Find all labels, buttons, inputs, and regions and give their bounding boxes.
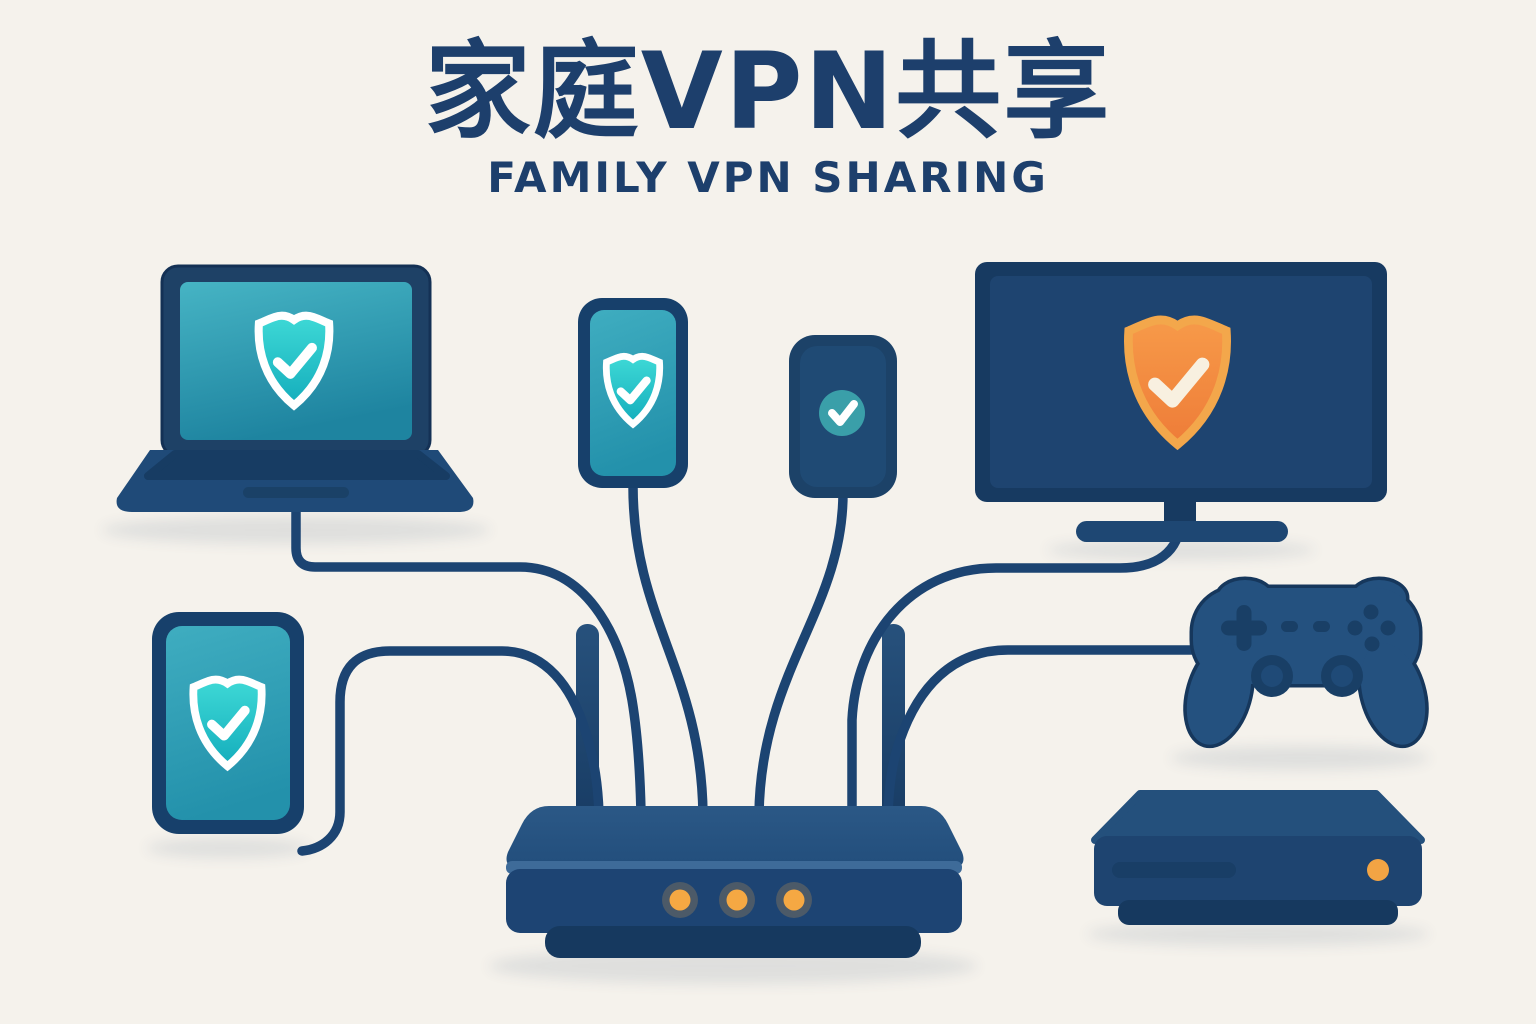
laptop bbox=[116, 264, 474, 512]
smartphone-center bbox=[578, 298, 688, 488]
laptop-keyboard-area bbox=[144, 450, 450, 480]
controller-action-buttons bbox=[1347, 604, 1396, 652]
cable-smartphone-small bbox=[754, 488, 848, 819]
router-top-face bbox=[506, 806, 964, 868]
controller-option-buttons bbox=[1281, 621, 1330, 632]
smartphone-small-check-badge bbox=[819, 390, 865, 436]
set-top-box-foot bbox=[1118, 900, 1398, 925]
page-subtitle: FAMILY VPN SHARING bbox=[487, 152, 1049, 202]
title-block: 家庭VPN共享 FAMILY VPN SHARING bbox=[0, 30, 1536, 202]
tablet-left bbox=[152, 612, 304, 834]
set-top-box-top-face bbox=[1091, 790, 1425, 844]
laptop-trackpad bbox=[243, 487, 349, 498]
set-top-box bbox=[1091, 790, 1425, 925]
set-top-box-led bbox=[1367, 859, 1389, 881]
cables bbox=[291, 481, 1197, 856]
cable-tablet-left bbox=[297, 646, 604, 856]
cable-tv bbox=[847, 515, 1185, 819]
router-led-3 bbox=[783, 889, 805, 911]
router bbox=[506, 806, 964, 958]
set-top-box-body bbox=[1094, 836, 1422, 906]
cable-smartphone-center bbox=[628, 481, 708, 819]
set-top-box-slot bbox=[1112, 862, 1236, 878]
game-controller bbox=[1183, 576, 1429, 749]
controller-dpad-icon bbox=[1221, 605, 1267, 651]
controller-thumbsticks bbox=[1251, 655, 1363, 697]
tv bbox=[975, 262, 1387, 542]
smartphone-small bbox=[789, 335, 897, 498]
cable-game-controller bbox=[883, 645, 1197, 819]
page-title: 家庭VPN共享 bbox=[424, 30, 1112, 153]
router-led-1 bbox=[669, 889, 691, 911]
router-leds bbox=[662, 882, 812, 918]
router-led-2 bbox=[726, 889, 748, 911]
tv-stand-base bbox=[1076, 521, 1288, 542]
cable-laptop bbox=[291, 503, 646, 817]
router-foot bbox=[545, 926, 921, 958]
